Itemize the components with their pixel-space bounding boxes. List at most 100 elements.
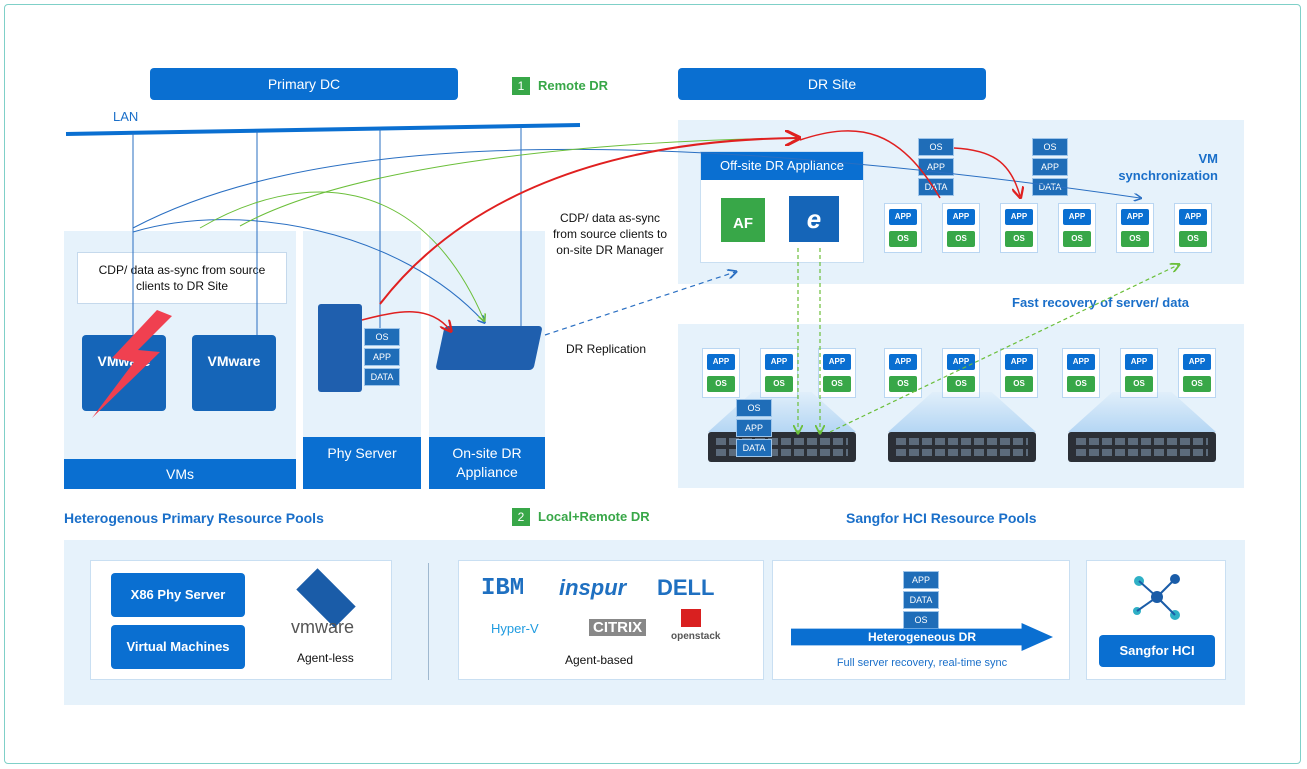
- inspur-logo: inspur: [559, 575, 627, 600]
- onsite-dr-label: On-site DR Appliance: [429, 437, 545, 489]
- ie-icon: e: [789, 196, 839, 242]
- virtual-machines: Virtual Machines: [111, 625, 245, 669]
- stack-app: APP: [364, 348, 400, 366]
- offsite-dr-title: Off-site DR Appliance: [701, 152, 863, 180]
- chip-os: OS: [823, 376, 851, 392]
- connector-lines: [65, 123, 1307, 520]
- chip-os: OS: [1067, 376, 1095, 392]
- phy-server-label: Phy Server: [303, 437, 421, 489]
- stack-os: OS: [918, 138, 954, 156]
- dr-stack-1: OS APP DATA: [918, 138, 954, 198]
- primary-dc-header: Primary DC: [150, 68, 458, 100]
- phy-server-stack: OS APP DATA: [364, 328, 400, 388]
- vm-chip: APP OS: [1174, 203, 1212, 253]
- sangfor-hci-button: Sangfor HCI: [1099, 635, 1215, 667]
- vm-chip: APP OS: [942, 348, 980, 398]
- sangfor-hci-box: Sangfor HCI: [1086, 560, 1226, 680]
- remote-dr-label: 1 Remote DR: [512, 77, 608, 95]
- local-remote-number: 2: [512, 508, 530, 526]
- chip-app: APP: [1005, 209, 1033, 225]
- hci-server: [1068, 432, 1216, 462]
- vm-sync-label: VM synchronization: [1118, 151, 1218, 183]
- vmware-host: VMware: [192, 335, 276, 411]
- stack-app: APP: [903, 571, 939, 589]
- stack-os: OS: [903, 611, 939, 629]
- chip-app: APP: [889, 354, 917, 370]
- chip-app: APP: [1121, 209, 1149, 225]
- vm-chip: APP OS: [1062, 348, 1100, 398]
- physical-server-icon: [318, 304, 362, 392]
- chip-app: APP: [947, 209, 975, 225]
- chip-app: APP: [947, 354, 975, 370]
- cdp-onsite-text: CDP/ data as-sync from source clients to…: [552, 211, 668, 257]
- stack-data: DATA: [903, 591, 939, 609]
- openstack-logo: openstack: [671, 631, 721, 642]
- dr-server-stack: OS APP DATA: [736, 399, 772, 459]
- chip-os: OS: [1005, 231, 1033, 247]
- hci-server: [708, 432, 856, 462]
- hetero-dr-stack: APP DATA OS: [903, 571, 939, 631]
- hetero-dr-label: Heterogeneous DR: [867, 630, 977, 644]
- remote-dr-number: 1: [512, 77, 530, 95]
- chip-os: OS: [765, 376, 793, 392]
- agentless-label: Agent-less: [297, 651, 354, 665]
- vm-chip: APP OS: [1058, 203, 1096, 253]
- chip-app: APP: [1063, 209, 1091, 225]
- x86-phy-server: X86 Phy Server: [111, 573, 245, 617]
- vm-chip: APP OS: [1178, 348, 1216, 398]
- chip-os: OS: [889, 376, 917, 392]
- vm-chip: APP OS: [884, 348, 922, 398]
- dr-replication-text: DR Replication: [566, 342, 647, 356]
- hetero-dr-box: APP DATA OS Heterogeneous DR Full server…: [772, 560, 1070, 680]
- hyperv-logo: Hyper-V: [491, 621, 539, 636]
- chip-os: OS: [947, 231, 975, 247]
- lan-label: LAN: [113, 109, 139, 124]
- diagram-frame: [4, 4, 1301, 764]
- stack-data: DATA: [1032, 178, 1068, 196]
- chip-os: OS: [889, 231, 917, 247]
- divider: [428, 563, 429, 680]
- chip-app: APP: [1005, 354, 1033, 370]
- openstack-logo-icon: [681, 609, 701, 627]
- vms-label: VMs: [64, 459, 296, 489]
- chip-app: APP: [1179, 209, 1207, 225]
- vmware-label-2: VMware: [207, 353, 261, 369]
- dr-site-header: DR Site: [678, 68, 986, 100]
- chip-os: OS: [1183, 376, 1211, 392]
- stack-data: DATA: [364, 368, 400, 386]
- chip-app: APP: [1183, 354, 1211, 370]
- vm-chip: APP OS: [760, 348, 798, 398]
- hci-server: [888, 432, 1036, 462]
- agentless-box: X86 Phy Server Virtual Machines vmware A…: [90, 560, 392, 680]
- cdp-dr-site-box: CDP/ data as-sync from source clients to…: [77, 252, 287, 304]
- remote-dr-text: Remote DR: [538, 78, 609, 93]
- vm-chip: APP OS: [702, 348, 740, 398]
- chip-os: OS: [947, 376, 975, 392]
- stack-os: OS: [1032, 138, 1068, 156]
- chip-os: OS: [1179, 231, 1207, 247]
- chip-os: OS: [1063, 231, 1091, 247]
- vm-chip: APP OS: [1000, 203, 1038, 253]
- chip-app: APP: [1125, 354, 1153, 370]
- chip-app: APP: [1067, 354, 1095, 370]
- chip-os: OS: [707, 376, 735, 392]
- dell-logo: DELL: [657, 575, 715, 600]
- stack-data: DATA: [918, 178, 954, 196]
- chip-app: APP: [707, 354, 735, 370]
- stack-app: APP: [1032, 158, 1068, 176]
- dr-stack-2: OS APP DATA: [1032, 138, 1068, 198]
- chip-app: APP: [765, 354, 793, 370]
- af-icon: AF: [721, 198, 765, 242]
- failure-lightning-icon: [92, 310, 172, 418]
- stack-data: DATA: [736, 439, 772, 457]
- vmware-wordmark: vmware: [291, 617, 355, 637]
- hetero-primary-title: Heterogenous Primary Resource Pools: [64, 510, 324, 526]
- agent-based-box: IBM inspur DELL Hyper-V CITRIX openstack…: [458, 560, 764, 680]
- ibm-logo: IBM: [481, 575, 525, 602]
- chip-app: APP: [823, 354, 851, 370]
